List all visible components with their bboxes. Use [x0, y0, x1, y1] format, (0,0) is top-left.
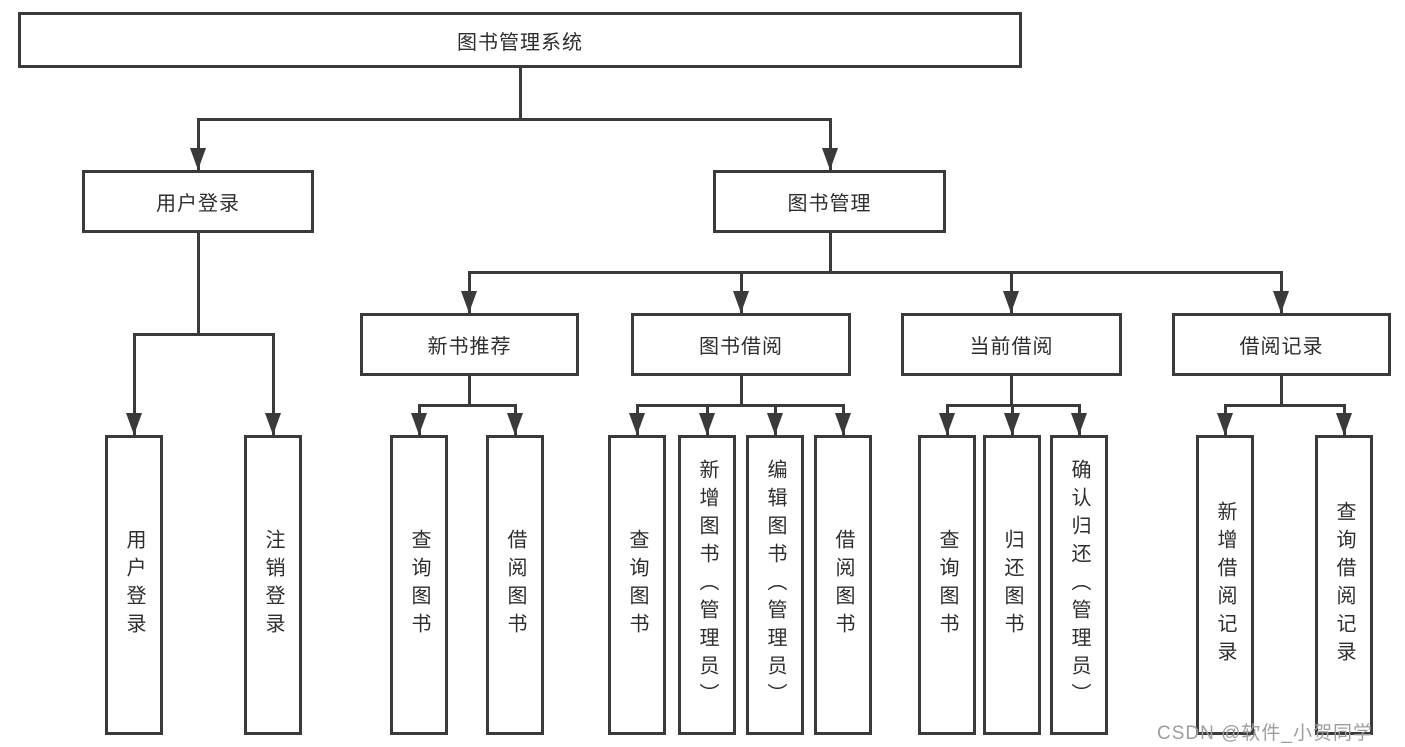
node-label: 图书管理 [787, 193, 872, 215]
leaf-add-borrow-record: 新增借阅记录 [1196, 435, 1254, 735]
node-borrowing-records: 借阅记录 [1172, 313, 1391, 376]
leaf-edit-books-admin: 编辑图书（管理员） [746, 435, 804, 735]
leaf-query-books-borrow: 查询图书 [608, 435, 666, 735]
leaf-label: 新增图书（管理员） [696, 459, 718, 711]
connector-line [197, 118, 832, 121]
leaf-label: 注销登录 [262, 529, 284, 641]
leaf-label: 借阅图书 [504, 529, 526, 641]
connector-line [1224, 404, 1346, 407]
node-label: 用户登录 [156, 193, 240, 215]
arrow-down-icon [411, 413, 427, 435]
node-label: 新书推荐 [427, 336, 512, 358]
arrow-down-icon [699, 413, 715, 435]
connector-line [636, 404, 845, 407]
watermark: CSDN @软件_小贺同学 [1157, 723, 1373, 744]
arrow-down-icon [1004, 413, 1020, 435]
arrow-down-icon [265, 413, 281, 435]
leaf-query-books-newbooks: 查询图书 [390, 435, 448, 735]
arrow-down-icon [126, 413, 142, 435]
leaf-label: 用户登录 [123, 529, 145, 641]
leaf-label: 查询图书 [936, 529, 958, 641]
connector-line [133, 333, 136, 435]
connector-line [468, 376, 471, 407]
leaf-label: 新增借阅记录 [1214, 501, 1236, 669]
arrow-down-icon [1273, 291, 1289, 313]
connector-line [829, 233, 832, 274]
connector-line [1010, 376, 1013, 407]
leaf-query-books-current: 查询图书 [918, 435, 976, 735]
connector-line [197, 233, 200, 336]
node-label: 借阅记录 [1239, 336, 1324, 358]
arrow-down-icon [1071, 413, 1087, 435]
arrow-down-icon [767, 413, 783, 435]
node-label: 图书管理系统 [457, 31, 583, 54]
leaf-confirm-return-admin: 确认归还（管理员） [1050, 435, 1108, 735]
connector-line [519, 68, 522, 120]
leaf-query-borrow-record: 查询借阅记录 [1315, 435, 1373, 735]
arrow-down-icon [733, 291, 749, 313]
connector-line [740, 376, 743, 407]
leaf-label: 确认归还（管理员） [1068, 459, 1090, 711]
arrow-down-icon [190, 148, 206, 170]
node-current-borrowing: 当前借阅 [901, 313, 1122, 376]
connector-line [272, 333, 275, 435]
leaf-label: 归还图书 [1001, 529, 1023, 641]
arrow-down-icon [1336, 413, 1352, 435]
arrow-down-icon [507, 413, 523, 435]
connector-line [197, 118, 200, 170]
connector-line [1280, 376, 1283, 407]
leaf-return-books: 归还图书 [983, 435, 1041, 735]
node-new-book-recommendation: 新书推荐 [360, 313, 579, 376]
leaf-borrow-books-newbooks: 借阅图书 [486, 435, 544, 735]
arrow-down-icon [835, 413, 851, 435]
leaf-borrow-books-borrow: 借阅图书 [814, 435, 872, 735]
node-library-management-system: 图书管理系统 [18, 12, 1022, 68]
leaf-logout: 注销登录 [244, 435, 302, 735]
connector-line [418, 404, 517, 407]
arrow-down-icon [1217, 413, 1233, 435]
arrow-down-icon [939, 413, 955, 435]
arrow-down-icon [822, 148, 838, 170]
connector-line [468, 271, 1283, 274]
leaf-label: 查询图书 [626, 529, 648, 641]
leaf-label: 查询借阅记录 [1333, 501, 1355, 669]
node-label: 图书借阅 [699, 336, 783, 358]
leaf-add-books-admin: 新增图书（管理员） [678, 435, 736, 735]
connector-line [133, 333, 275, 336]
node-book-management: 图书管理 [713, 170, 946, 233]
leaf-label: 编辑图书（管理员） [764, 459, 786, 711]
leaf-user-login: 用户登录 [105, 435, 163, 735]
connector-line [829, 118, 832, 170]
arrow-down-icon [629, 413, 645, 435]
node-user-login: 用户登录 [82, 170, 314, 233]
leaf-label: 查询图书 [408, 529, 430, 641]
arrow-down-icon [1003, 291, 1019, 313]
arrow-down-icon [461, 291, 477, 313]
node-book-borrowing: 图书借阅 [631, 313, 851, 376]
node-label: 当前借阅 [969, 336, 1054, 358]
leaf-label: 借阅图书 [832, 529, 854, 641]
